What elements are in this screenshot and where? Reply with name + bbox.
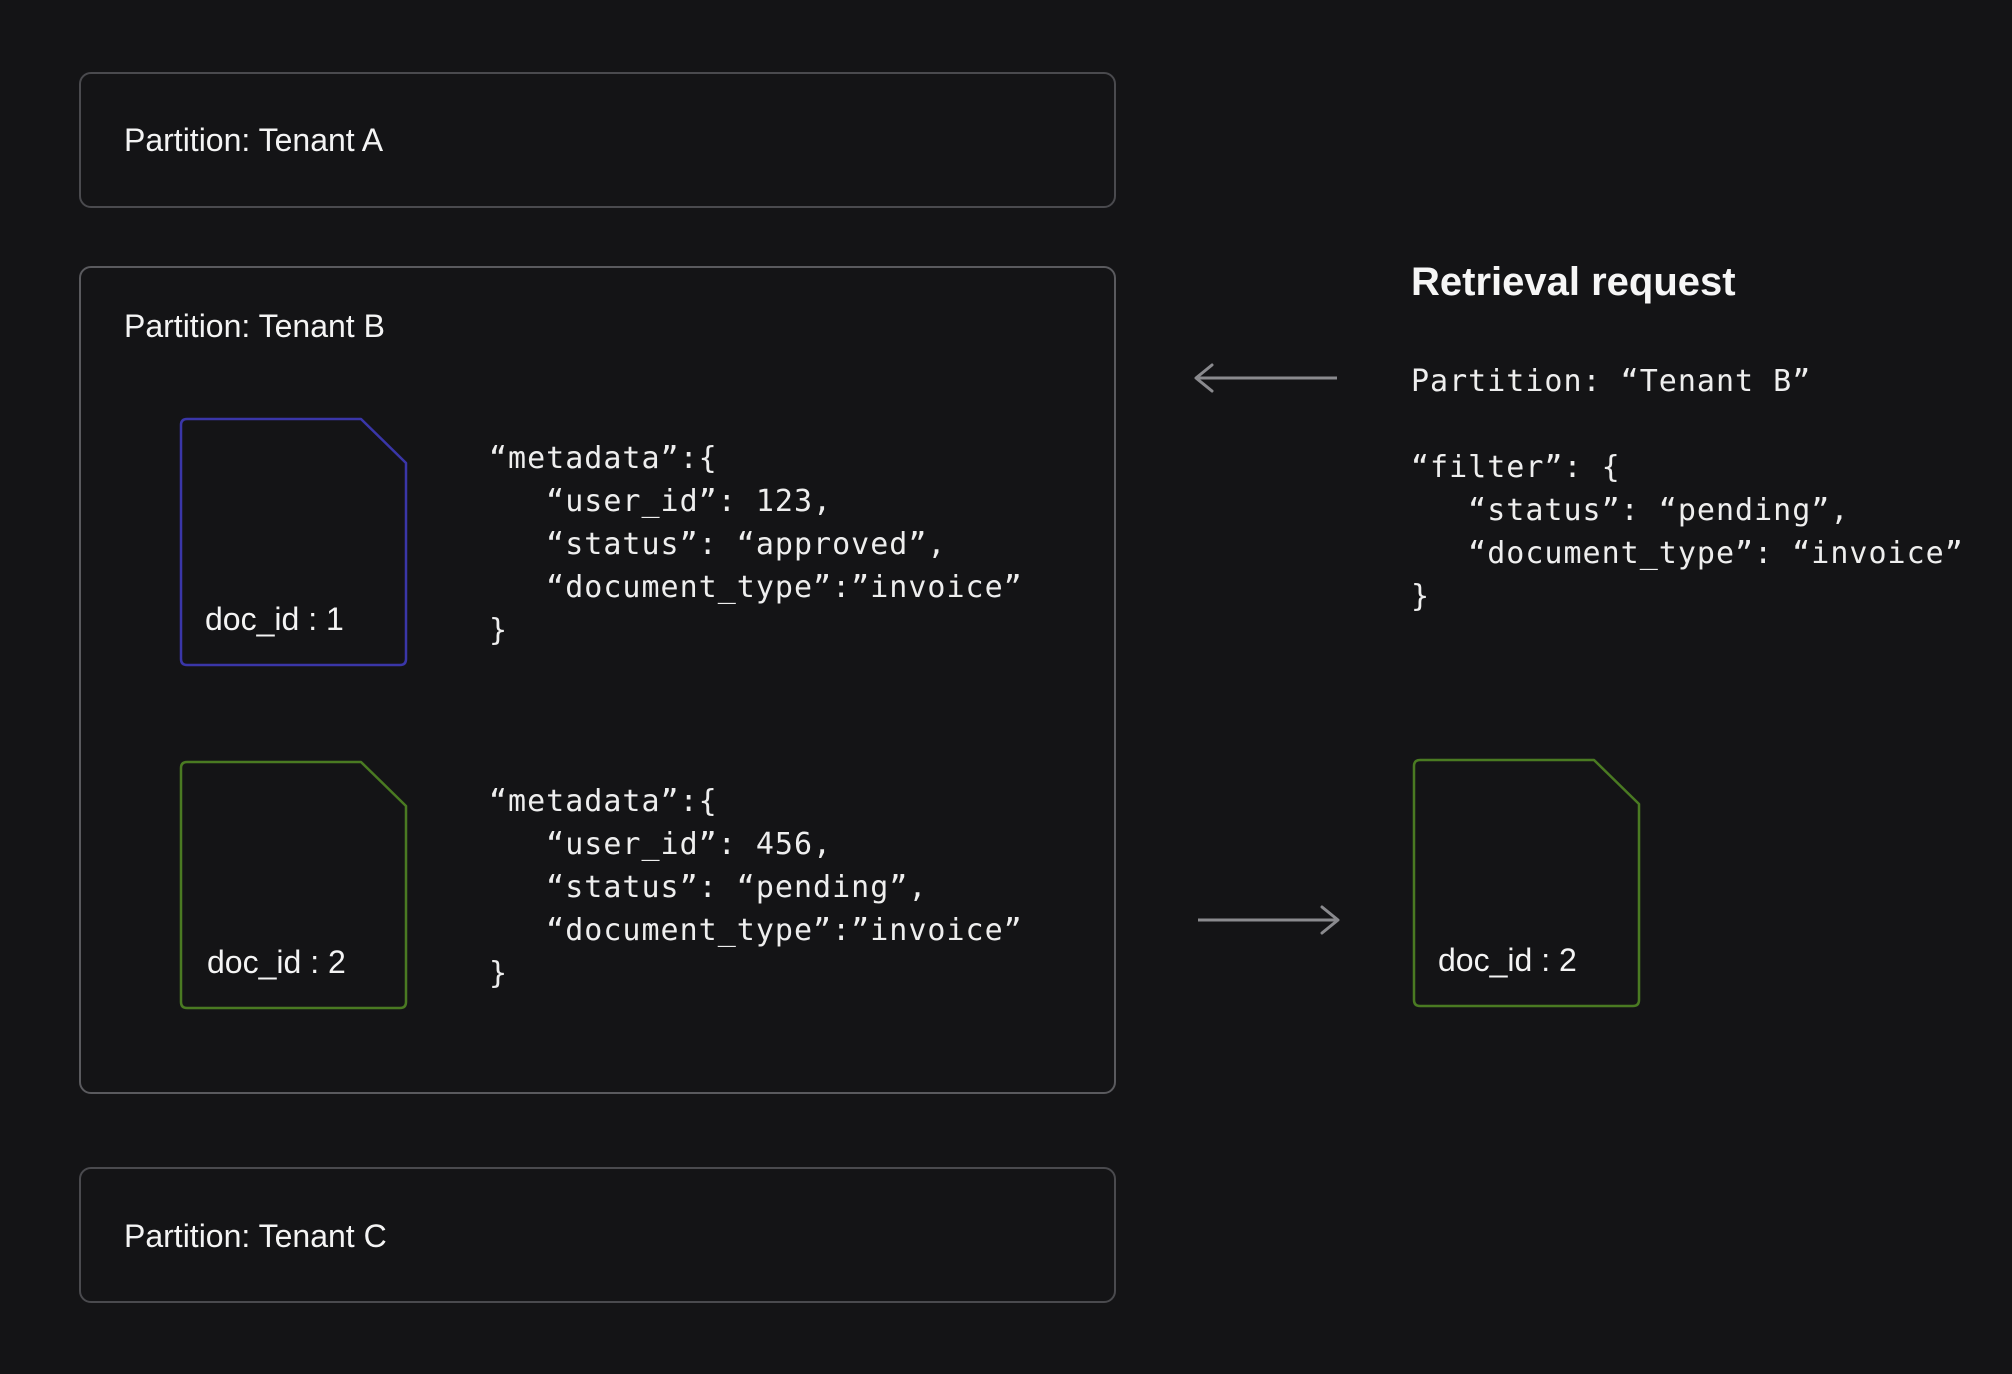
retrieval-request-body: Partition: “Tenant B” “filter”: { “statu… [1411,364,1964,614]
document-1-id-label: doc_id : 1 [205,601,344,637]
arrow-right-icon [1198,905,1340,935]
result-document-icon: doc_id : 2 [1410,757,1642,1009]
partition-tenant-b: Partition: Tenant B doc_id : 1 “metadata… [79,266,1116,1094]
partition-tenant-a-label: Partition: Tenant A [124,122,384,158]
partition-tenant-c-label: Partition: Tenant C [124,1218,387,1254]
document-2-metadata: “metadata”:{ “user_id”: 456, “status”: “… [489,784,1023,991]
arrow-left-icon [1194,363,1337,393]
document-1-metadata: “metadata”:{ “user_id”: 123, “status”: “… [489,441,1023,648]
document-1-icon: doc_id : 1 [177,416,409,668]
partition-tenant-b-label: Partition: Tenant B [124,308,385,344]
retrieval-request-title: Retrieval request [1411,260,1736,304]
partition-tenant-c: Partition: Tenant C [79,1167,1116,1303]
document-2-id-label: doc_id : 2 [207,944,346,980]
document-2-icon: doc_id : 2 [177,759,409,1011]
partition-tenant-a: Partition: Tenant A [79,72,1116,208]
result-document-id-label: doc_id : 2 [1438,942,1577,978]
